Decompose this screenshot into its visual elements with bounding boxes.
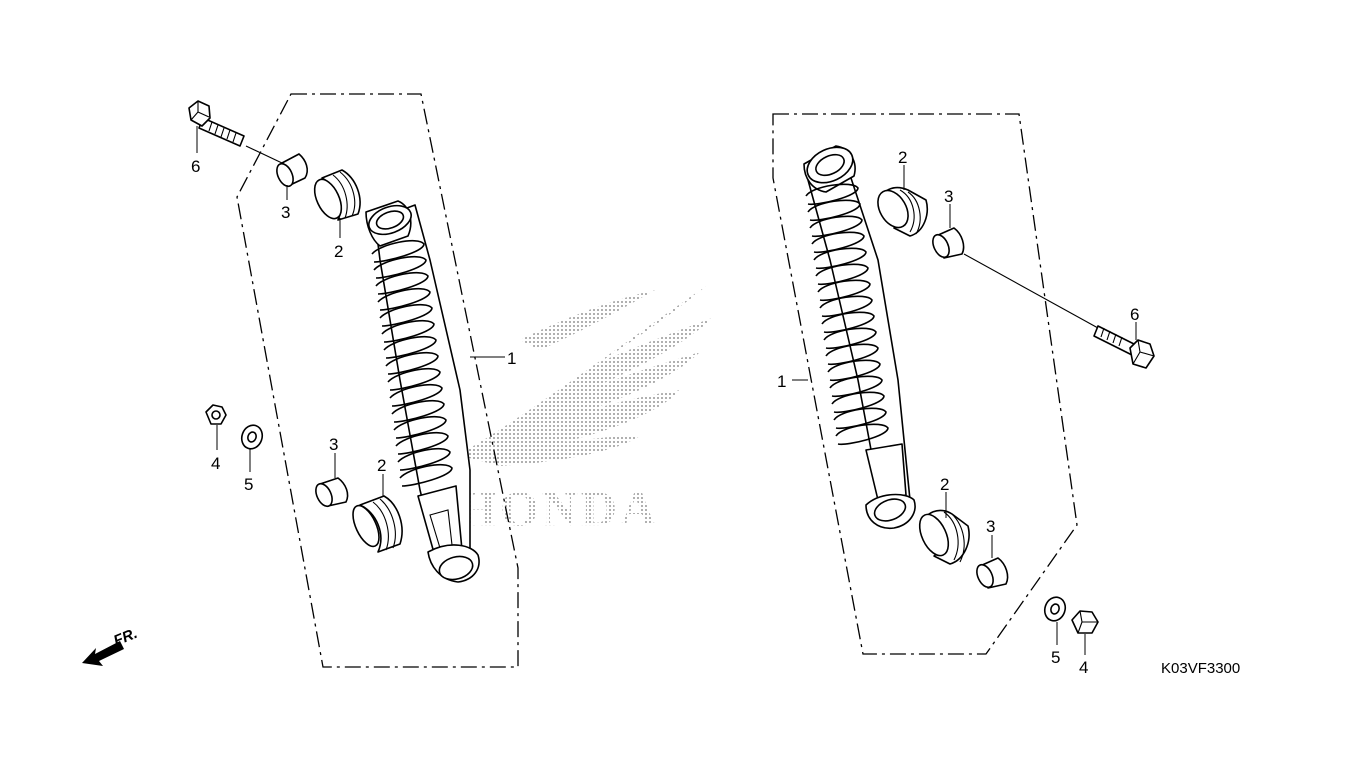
left-assembly-boundary <box>236 93 519 668</box>
right-callout-1-shock: 1 <box>777 372 786 391</box>
right-callout-3-collar-top: 3 <box>944 187 953 206</box>
right-shock-absorber <box>803 145 916 530</box>
left-callout-6-bolt: 6 <box>191 157 200 176</box>
right-washer <box>1043 596 1067 622</box>
right-assembly-boundary <box>772 113 1078 655</box>
front-arrow-icon <box>82 641 124 666</box>
left-callout-2-bushing-top: 2 <box>334 242 343 261</box>
right-shock-assembly: 2 3 6 1 2 3 5 4 <box>772 113 1155 677</box>
drawing-code: K03VF3300 <box>1161 660 1240 677</box>
right-callout-5-washer: 5 <box>1051 648 1060 667</box>
left-shock-assembly: 6 3 2 1 4 5 3 2 <box>188 93 519 668</box>
front-direction-indicator: FR. <box>82 625 140 666</box>
right-callout-3-collar-bottom: 3 <box>986 517 995 536</box>
left-bushing-bottom <box>352 495 403 553</box>
honda-wordmark-watermark: HONDA <box>458 480 659 536</box>
left-bushing-top <box>313 169 361 221</box>
right-bolt <box>1093 325 1155 369</box>
left-shock-absorber <box>365 200 480 583</box>
left-callout-3-collar-top: 3 <box>281 203 290 222</box>
left-callout-4-nut: 4 <box>211 454 220 473</box>
right-callout-2-bushing-bottom: 2 <box>940 475 949 494</box>
right-spring <box>805 183 889 446</box>
svg-text:HONDA: HONDA <box>458 480 659 536</box>
right-callout-2-bushing-top: 2 <box>898 148 907 167</box>
right-collar-top <box>932 227 965 259</box>
left-bolt <box>188 100 283 164</box>
right-bushing-bottom <box>918 509 970 565</box>
right-bushing-top <box>877 186 928 237</box>
front-label: FR. <box>111 625 140 650</box>
left-spring <box>371 239 453 487</box>
left-nut <box>205 404 227 425</box>
left-callout-3-collar-bottom: 3 <box>329 435 338 454</box>
left-callout-1-shock: 1 <box>507 349 516 368</box>
left-collar-bottom <box>315 477 349 508</box>
left-washer <box>240 424 264 450</box>
right-collar-bottom <box>976 557 1009 589</box>
left-collar-top <box>276 153 308 188</box>
right-nut <box>1071 610 1099 634</box>
right-callout-6-bolt: 6 <box>1130 305 1139 324</box>
left-callout-2-bushing-bottom: 2 <box>377 456 386 475</box>
left-callout-5-washer: 5 <box>244 475 253 494</box>
right-callout-4-nut: 4 <box>1079 658 1088 677</box>
honda-wing-watermark <box>458 286 712 466</box>
